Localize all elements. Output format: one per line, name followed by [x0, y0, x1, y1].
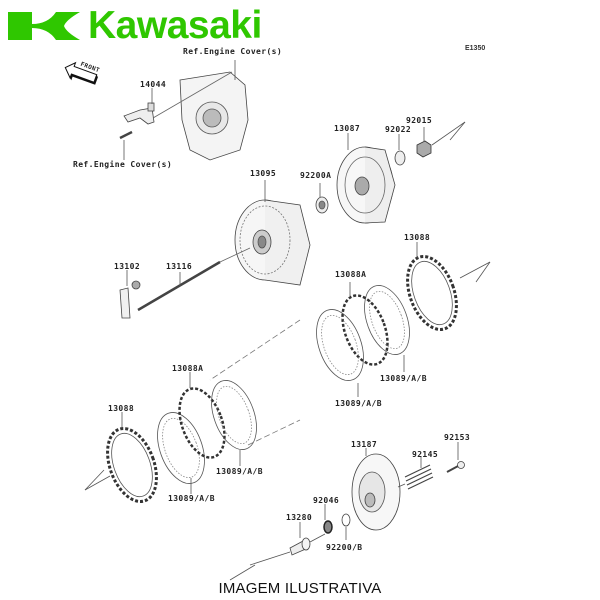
part-label-13088A-lower[interactable]: 13088A [172, 364, 204, 373]
part-label-13089-lower-a[interactable]: 13089/A/B [168, 494, 215, 503]
bolt-small [119, 130, 133, 140]
part-label-13116[interactable]: 13116 [166, 262, 193, 271]
release-lever [119, 287, 131, 319]
part-label-92200A[interactable]: 92200A [300, 171, 332, 180]
part-label-13088A-upper[interactable]: 13088A [335, 270, 367, 279]
steel-plate-lower-a [157, 412, 205, 484]
kawasaki-river-mark-icon [8, 12, 80, 40]
part-label-92153[interactable]: 92153 [444, 433, 471, 442]
part-label-13102[interactable]: 13102 [114, 262, 141, 271]
clutch-hub [336, 146, 396, 224]
brand-name: Kawasaki [88, 4, 262, 47]
part-label-92022[interactable]: 92022 [385, 125, 412, 134]
ref-engine-cover-label-top: Ref.Engine Cover(s) [183, 47, 283, 56]
part-label-13187[interactable]: 13187 [351, 440, 378, 449]
push-rod [137, 260, 221, 312]
friction-plate-13088-lower [106, 427, 158, 503]
clutch-housing [234, 199, 311, 286]
part-label-13089-upper-b[interactable]: 13089/A/B [380, 374, 427, 383]
friction-plate-13088-upper [406, 255, 458, 331]
steel-plate-upper-b [364, 285, 410, 355]
front-arrow-icon [64, 61, 98, 85]
part-label-13087[interactable]: 13087 [334, 124, 361, 133]
part-label-92145[interactable]: 92145 [412, 450, 439, 459]
ref-engine-cover-label-bottom: Ref.Engine Cover(s) [73, 160, 173, 169]
diagram-code: E1350 [465, 45, 486, 52]
steel-plate-upper-a [316, 309, 364, 381]
part-label-13095[interactable]: 13095 [250, 169, 277, 178]
friction-plate-13088A-lower [178, 387, 226, 459]
part-label-92046[interactable]: 92046 [313, 496, 340, 505]
part-label-13280[interactable]: 13280 [286, 513, 313, 522]
spring [404, 464, 434, 490]
part-label-13088-upper[interactable]: 13088 [404, 233, 431, 242]
part-label-14044[interactable]: 14044 [140, 80, 167, 89]
part-label-13088-lower[interactable]: 13088 [108, 404, 135, 413]
kawasaki-logo: Kawasaki [8, 4, 262, 47]
part-label-13089-lower-b[interactable]: 13089/A/B [216, 467, 263, 476]
steel-plate-lower-b [211, 380, 257, 450]
part-label-92200B[interactable]: 92200/B [326, 543, 363, 552]
part-label-13089-upper-a[interactable]: 13089/A/B [335, 399, 382, 408]
illustrative-image-caption: IMAGEM ILUSTRATIVA [218, 580, 382, 597]
engine-cover [179, 71, 249, 161]
pressure-plate [351, 453, 401, 531]
part-label-92015[interactable]: 92015 [406, 116, 433, 125]
friction-plate-13088A-upper [341, 294, 389, 366]
bracket-14044 [123, 107, 155, 125]
